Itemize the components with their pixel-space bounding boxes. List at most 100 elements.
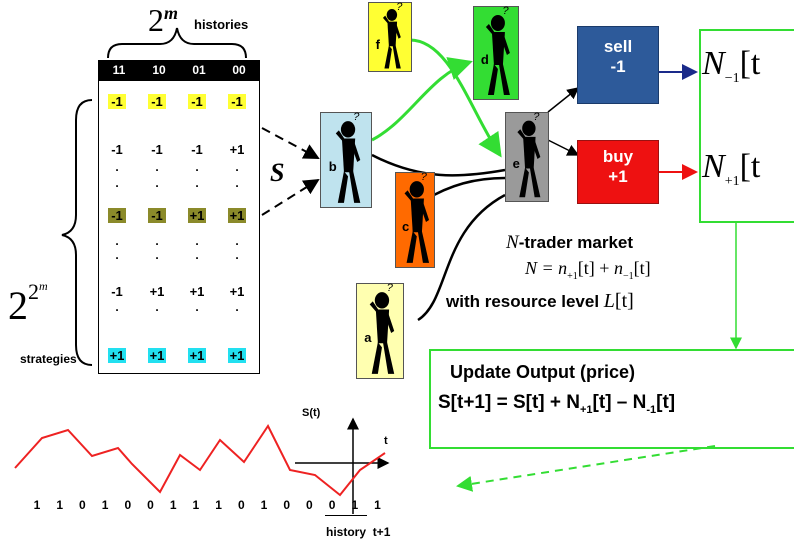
strategies-brace	[61, 99, 93, 366]
strategy-count: 22m	[8, 278, 48, 328]
strategy-cell: +1	[229, 142, 245, 157]
x-axis-label: t	[384, 435, 388, 447]
ellipsis-dot: .	[235, 176, 239, 190]
question-mark: ?	[353, 111, 360, 123]
trader-letter: c	[402, 219, 410, 235]
history-digit: 0	[306, 498, 313, 512]
history-header	[99, 61, 259, 81]
strategy-cell: +1	[108, 348, 126, 363]
history-underline	[325, 515, 367, 516]
question-mark: ?	[386, 282, 393, 294]
history-digit: 1	[101, 498, 109, 512]
history-digit: 0	[147, 498, 154, 512]
question-mark: ?	[420, 171, 427, 183]
trader-d: ?d	[473, 5, 519, 100]
ellipsis-dot: .	[195, 160, 199, 174]
ellipsis-dot: .	[235, 234, 239, 248]
ellipsis-dot: .	[115, 300, 119, 314]
history-digit: 0	[124, 498, 132, 512]
trader-f: ?f	[368, 1, 412, 72]
thinking-person-icon	[404, 181, 430, 263]
trader-letter: b	[328, 159, 337, 175]
trader-a: ?a	[356, 282, 404, 379]
thinking-person-icon	[485, 15, 510, 95]
thinking-person-icon	[335, 121, 361, 203]
ellipsis-dot: .	[155, 160, 159, 174]
history-caption: history t+1	[326, 525, 391, 539]
question-mark: ?	[533, 111, 540, 123]
buy-box: buy +1	[577, 140, 659, 204]
n-minus-output: N−1[t	[702, 45, 761, 86]
strategy-cell: +1	[229, 284, 245, 299]
sell-label: sell	[603, 37, 633, 56]
thinking-person-icon	[382, 8, 401, 69]
strategy-cell: +1	[188, 348, 206, 363]
ellipsis-dot: .	[155, 300, 159, 314]
trader-letter: e	[512, 156, 520, 172]
ellipsis-dot: .	[195, 248, 199, 262]
buy-value: +1	[608, 167, 628, 186]
s-label: S	[270, 158, 285, 187]
ellipsis-dot: .	[115, 234, 119, 248]
history-digit: 1	[169, 498, 177, 512]
dashed-arrow-2	[261, 178, 320, 216]
line-b-to-e	[371, 153, 506, 177]
history-digit: 1	[351, 498, 359, 512]
strategy-cell: -1	[151, 142, 163, 157]
history-digit: 1	[260, 498, 268, 512]
ellipsis-dot: .	[235, 300, 239, 314]
update-formula: S[t+1] = S[t] + N+1[t] – N-1[t]	[438, 392, 676, 416]
trader-letter: f	[375, 36, 380, 52]
trader-e: ?e	[505, 111, 549, 202]
strategy-cell: -1	[228, 94, 246, 109]
resource-level: with resource level L[t]	[446, 290, 634, 312]
strategy-cell: -1	[108, 94, 126, 109]
history-digit: 0	[283, 498, 291, 512]
history-digit: 1	[192, 498, 200, 512]
update-title: Update Output (price)	[450, 362, 635, 382]
thinking-person-icon	[369, 292, 395, 374]
histories-label: histories	[194, 17, 249, 32]
history-digit: 0	[79, 498, 86, 512]
arrow-e-to-sell	[547, 87, 580, 113]
line-c-to-e	[424, 176, 506, 202]
ellipsis-dot: .	[235, 160, 239, 174]
strategy-cell: +1	[228, 208, 246, 223]
ellipsis-dot: .	[195, 176, 199, 190]
strategy-cell: -1	[148, 94, 166, 109]
price-line	[14, 424, 386, 497]
history-digit: 1	[33, 498, 41, 512]
strategy-cell: -1	[188, 94, 206, 109]
history-header-cell: 11	[112, 63, 126, 77]
history-digit: 0	[237, 498, 245, 512]
ellipsis-dot: .	[195, 234, 199, 248]
history-header-cell: 01	[192, 63, 206, 77]
green-b-to-d	[371, 57, 473, 142]
ellipsis-dot: .	[115, 176, 119, 190]
ellipsis-dot: .	[115, 248, 119, 262]
update-box	[429, 349, 794, 449]
arrow-e-to-buy	[547, 139, 580, 156]
ellipsis-dot: .	[195, 300, 199, 314]
history-header-cell: 00	[232, 63, 246, 77]
y-axis-label: S(t)	[302, 407, 321, 419]
question-mark: ?	[502, 5, 509, 17]
history-digit: 1	[374, 498, 381, 512]
n-plus-output: N+1[t	[702, 148, 761, 189]
strategy-cell: +1	[228, 348, 246, 363]
strategy-cell: -1	[111, 284, 123, 299]
line-a-to-e	[417, 193, 506, 322]
strategy-cell: -1	[111, 142, 123, 157]
strategies-label: strategies	[20, 352, 77, 366]
history-digit: 1	[56, 498, 64, 512]
strategy-cell: -1	[148, 208, 166, 223]
trader-b: ?b	[320, 111, 372, 208]
ellipsis-dot: .	[115, 160, 119, 174]
thinking-person-icon	[517, 120, 541, 198]
strategy-cell: +1	[188, 208, 206, 223]
sell-value: -1	[610, 57, 626, 76]
n-output-box	[699, 29, 794, 223]
history-digit: 1	[215, 498, 222, 512]
dashed-feedback-arrow	[456, 445, 716, 492]
